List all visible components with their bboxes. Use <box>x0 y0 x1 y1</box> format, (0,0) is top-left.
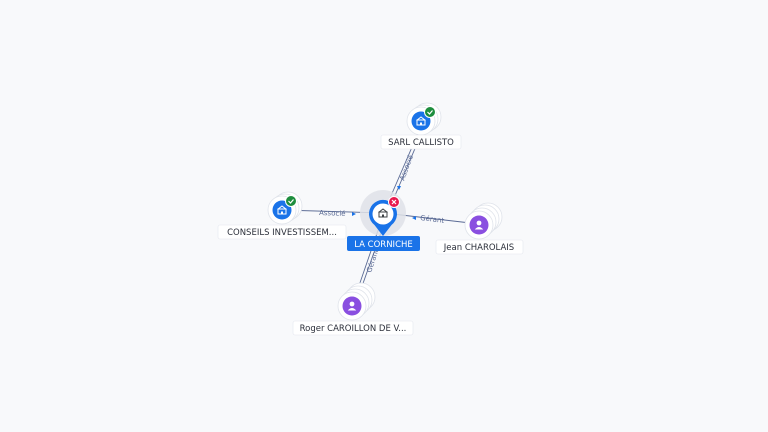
verified-icon <box>424 106 436 118</box>
node-label-conseils: CONSEILS INVESTISSEM... <box>227 228 337 238</box>
edge-label-conseils: Associé <box>319 209 346 218</box>
node-caroillon[interactable]: Roger CAROILLON DE V... <box>292 282 414 336</box>
edge-label-callisto: Associé <box>398 154 415 182</box>
map-pin-icon <box>369 199 397 236</box>
building-icon <box>416 116 426 126</box>
edge-label-charolais: Gérant <box>420 214 445 225</box>
building-icon <box>378 208 388 218</box>
node-label-callisto: SARL CALLISTO <box>388 138 454 148</box>
building-icon <box>277 205 287 215</box>
node-label-charolais: Jean CHAROLAIS <box>443 243 514 253</box>
close-icon <box>388 196 400 208</box>
node-label-caroillon: Roger CAROILLON DE V... <box>300 324 407 334</box>
node-conseils[interactable]: CONSEILS INVESTISSEM... <box>217 191 347 240</box>
person-icon <box>347 301 357 311</box>
node-charolais[interactable]: Jean CHAROLAIS <box>435 202 524 255</box>
person-icon <box>474 220 484 230</box>
verified-icon <box>285 195 297 207</box>
node-callisto[interactable]: SARL CALLISTO <box>380 102 462 150</box>
node-center[interactable]: LA CORNICHE <box>347 190 420 251</box>
node-label-center: LA CORNICHE <box>354 240 413 250</box>
